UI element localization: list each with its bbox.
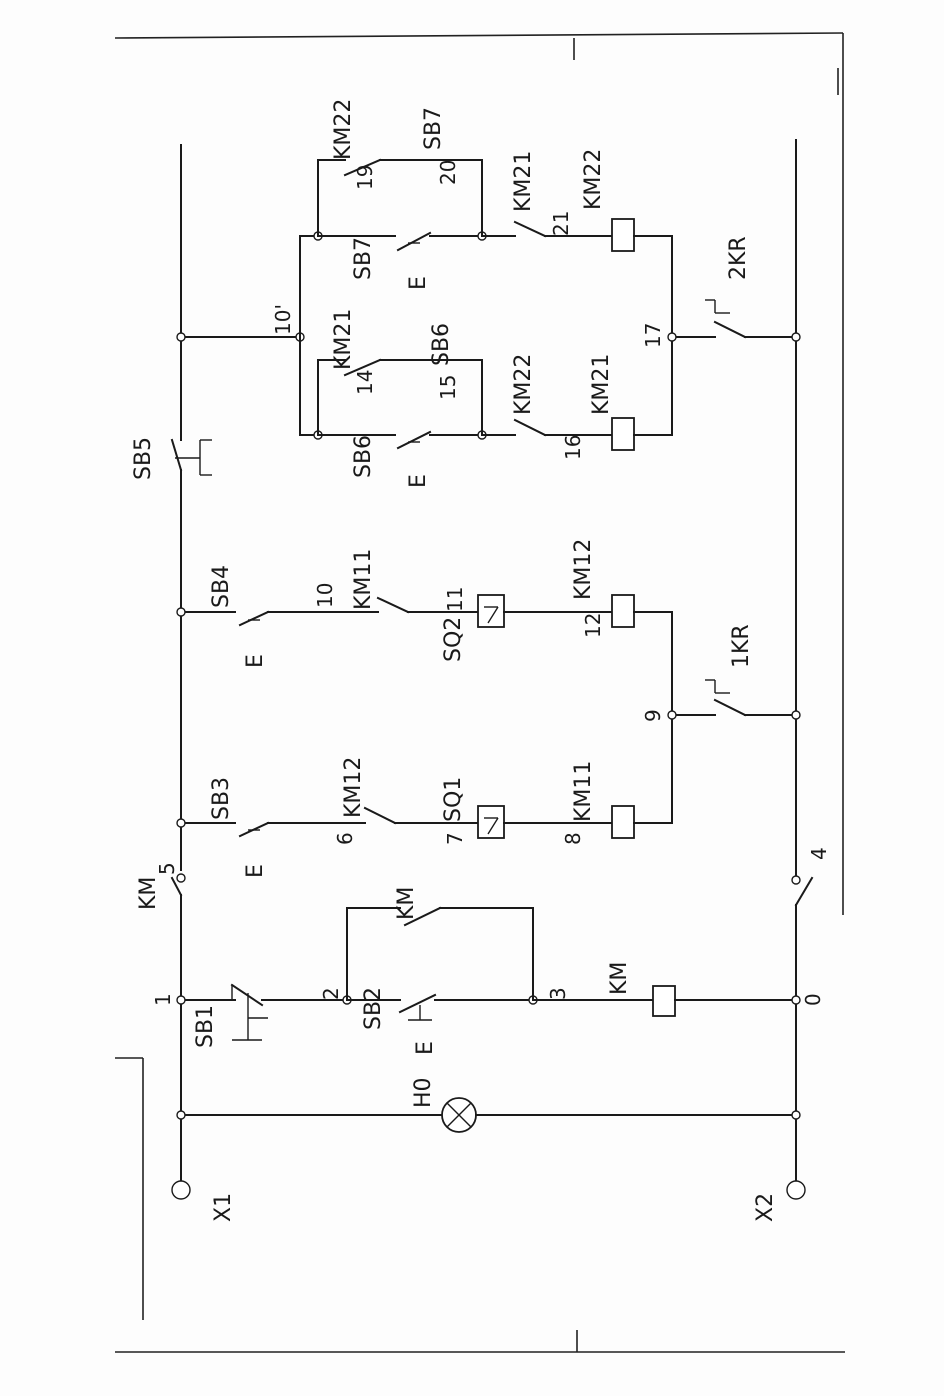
km22-hold-label: KM22	[331, 99, 356, 160]
coil-km22	[611, 218, 635, 252]
km21-coil-label: KM21	[589, 354, 614, 415]
terminal-x1	[171, 1180, 191, 1200]
km-neutral-contact	[791, 875, 814, 907]
km12-coil-label: KM12	[571, 539, 596, 600]
km-main-contact	[170, 873, 186, 897]
node-17: 17	[641, 323, 665, 348]
node-3: 3	[546, 987, 570, 1000]
sq1-label: SQ1	[441, 777, 466, 822]
sb3-label: SB3	[209, 777, 234, 820]
node-10: 10	[313, 583, 337, 608]
kr1-label: 1KR	[729, 624, 754, 668]
km22-interlock-label: KM22	[511, 354, 536, 415]
sb1-label: SB1	[193, 1005, 218, 1048]
terminal-x1-label: X1	[211, 1193, 236, 1222]
km12-rung	[176, 594, 801, 720]
sb2-label: SB2	[361, 987, 386, 1030]
sb6-push-symbol: E	[406, 474, 431, 488]
node-9: 9	[641, 709, 665, 722]
sb5-stop-button	[170, 438, 212, 476]
coil-km21	[611, 417, 635, 451]
drawing-frame	[114, 32, 845, 1353]
node-20: 20	[436, 160, 460, 185]
km-hold-contact-label: KM	[394, 887, 419, 920]
node-0: 0	[801, 993, 825, 1006]
node-5: 5	[155, 862, 179, 875]
coil-km11	[611, 805, 635, 839]
node-4: 4	[807, 847, 831, 860]
km11-interlock-label: KM11	[351, 549, 376, 610]
sb6-label: SB6	[351, 435, 376, 478]
km12-interlock-label: KM12	[341, 757, 366, 818]
coil-km-label: KM	[607, 962, 632, 995]
node-14: 14	[353, 370, 377, 395]
sb7-upper-label: SB7	[421, 107, 446, 150]
node-16: 16	[561, 435, 585, 460]
terminal-x2	[786, 1180, 806, 1200]
lamp-label: H0	[411, 1077, 436, 1108]
node-10-prime: 10'	[271, 304, 295, 335]
coil-km	[652, 985, 676, 1017]
km21-interlock-label: KM21	[511, 151, 536, 212]
kr2-label: 2KR	[726, 236, 751, 280]
km11-coil-label: KM11	[571, 761, 596, 822]
sb5-label: SB5	[131, 437, 156, 480]
node-6: 6	[333, 832, 357, 845]
sb4-push-symbol: E	[243, 654, 268, 668]
sb2-push-symbol: E	[413, 1041, 438, 1055]
sq2-limit-switch	[477, 594, 505, 628]
node-19: 19	[353, 165, 377, 190]
km11-rung	[176, 714, 673, 839]
sb3-push-symbol: E	[243, 864, 268, 878]
km21-hold-label: KM21	[331, 309, 356, 370]
sb7-label: SB7	[351, 237, 376, 280]
sq2-label: SQ2	[441, 617, 466, 662]
node-11: 11	[443, 587, 467, 612]
node-21: 21	[549, 211, 573, 236]
node-1: 1	[151, 993, 175, 1006]
km-main-contact-label: KM	[136, 877, 161, 910]
terminal-x2-label: X2	[753, 1193, 778, 1222]
sb6-upper-label: SB6	[429, 323, 454, 366]
coil-km12	[611, 594, 635, 628]
lamp-rung	[176, 1097, 801, 1133]
km-rung	[176, 906, 801, 1041]
sb4-label: SB4	[209, 565, 234, 608]
sb7-push-symbol: E	[406, 276, 431, 290]
km2-block	[176, 158, 801, 451]
node-7: 7	[443, 832, 467, 845]
km22-coil-label: KM22	[581, 149, 606, 210]
node-15: 15	[436, 375, 460, 400]
node-2: 2	[319, 987, 343, 1000]
node-8: 8	[561, 832, 585, 845]
node-12: 12	[581, 613, 605, 638]
sq1-limit-switch	[477, 805, 505, 839]
